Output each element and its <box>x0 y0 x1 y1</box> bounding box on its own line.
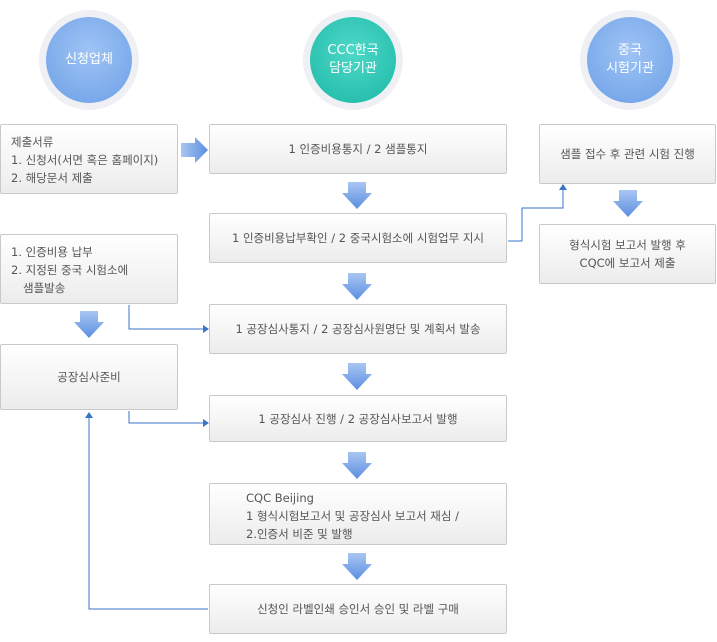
documents-box: 제출서류 1. 신청서(서면 혹은 홈페이지) 2. 해당문서 제출 <box>0 124 178 194</box>
arrow-labtest-to-labreport <box>613 190 643 217</box>
lab-report-box: 형식시험 보고서 발행 후 CQC에 보고서 제출 <box>539 224 716 284</box>
connector-step6-to-prep <box>88 416 208 610</box>
arrow-step2-to-step3 <box>342 273 372 300</box>
cqc-korea-label: CCC한국 담당기관 <box>310 17 396 103</box>
step-4-label: 1 공장심사 진행 / 2 공장심사보고서 발행 <box>258 411 458 426</box>
documents-item-2: 2. 해당문서 제출 <box>11 171 93 185</box>
step-5-line-1: CQC Beijing <box>246 491 314 505</box>
payment-item-2: 2. 지정된 중국 시험소에 <box>11 263 129 277</box>
china-lab-label: 중국 시험기관 <box>587 17 673 103</box>
cqc-korea-circle: CCC한국 담당기관 <box>303 10 403 110</box>
step-6-box: 신청인 라벨인쇄 승인서 승인 및 라벨 구매 <box>209 584 507 634</box>
step-3-box: 1 공장심사통지 / 2 공장심사원명단 및 계획서 발송 <box>209 304 507 354</box>
lab-test-box: 샘플 접수 후 관련 시험 진행 <box>539 124 716 184</box>
step-1-box: 1 인증비용통지 / 2 샘플통지 <box>209 124 507 174</box>
arrow-documents-to-step1 <box>181 137 208 163</box>
connector-prep-to-step4 <box>128 411 205 424</box>
lab-report-line-2: CQC에 보고서 제출 <box>579 256 676 270</box>
factory-prep-label: 공장심사준비 <box>57 370 121 384</box>
arrow-payment-to-prep <box>74 311 104 338</box>
arrow-step3-to-step4 <box>342 363 372 390</box>
documents-title: 제출서류 <box>11 135 54 149</box>
step-3-label: 1 공장심사통지 / 2 공장심사원명단 및 계획서 발송 <box>235 322 481 336</box>
factory-prep-box: 공장심사준비 <box>0 344 178 410</box>
step-5-box: CQC Beijing 1 형식시험보고서 및 공장심사 보고서 재심 / 2.… <box>209 483 507 545</box>
step-2-box: 1 인증비용납부확인 / 2 중국시험소에 시험업무 지시 <box>209 213 507 263</box>
arrow-step5-to-step6 <box>342 553 372 580</box>
lab-test-label: 샘플 접수 후 관련 시험 진행 <box>560 147 695 161</box>
step-6-label: 신청인 라벨인쇄 승인서 승인 및 라벨 구매 <box>257 602 459 616</box>
step-4-box: 1 공장심사 진행 / 2 공장심사보고서 발행 <box>209 395 507 442</box>
step-1-label: 1 인증비용통지 / 2 샘플통지 <box>288 142 428 156</box>
payment-box: 1. 인증비용 납부 2. 지정된 중국 시험소에 샘플발송 <box>0 234 178 304</box>
step-2-label: 1 인증비용납부확인 / 2 중국시험소에 시험업무 지시 <box>231 231 485 245</box>
payment-item-2b: 샘플발송 <box>23 281 66 295</box>
payment-item-1: 1. 인증비용 납부 <box>11 245 93 259</box>
applicant-label: 신청업체 <box>46 17 132 103</box>
step-5-line-3: 2.인증서 비준 및 발행 <box>246 527 353 541</box>
connector-step2-to-labtest <box>508 188 564 242</box>
china-lab-circle: 중국 시험기관 <box>580 10 680 110</box>
step-5-line-2: 1 형식시험보고서 및 공장심사 보고서 재심 / <box>246 509 459 523</box>
connector-payment-to-step3 <box>128 305 205 330</box>
arrow-step1-to-step2 <box>342 182 372 209</box>
lab-report-line-1: 형식시험 보고서 발행 후 <box>569 238 686 252</box>
applicant-circle: 신청업체 <box>39 10 139 110</box>
documents-item-1: 1. 신청서(서면 혹은 홈페이지) <box>11 153 159 167</box>
arrow-step4-to-step5 <box>342 452 372 479</box>
